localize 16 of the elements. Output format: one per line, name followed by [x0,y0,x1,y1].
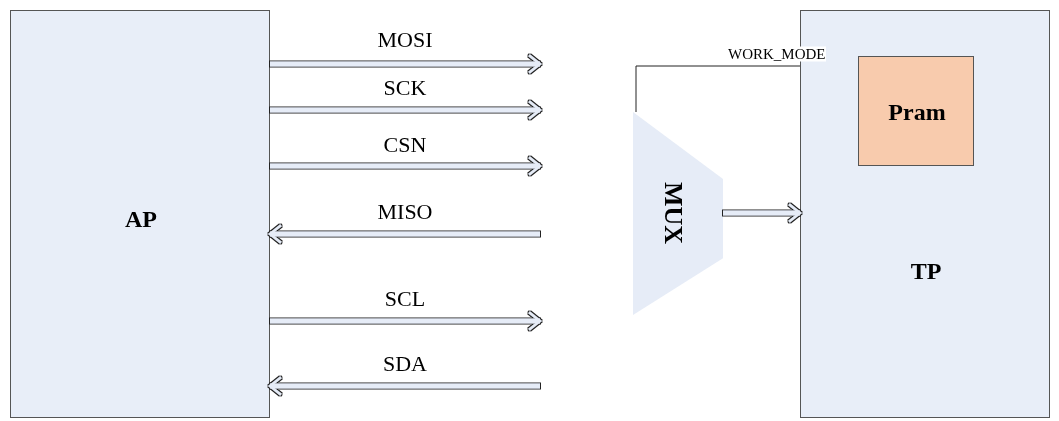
bus-arrow [270,100,542,120]
bus-arrow [270,311,542,331]
multiplexer-shape [633,112,723,315]
block-label: MUX [658,181,688,245]
signal-line [635,65,801,113]
block-label: Pram [888,98,946,126]
block-label: TP [910,257,942,285]
bus-arrow [268,376,540,396]
block-label: AP [125,205,157,233]
signal-label: WORK_MODE [728,46,826,62]
bus-arrow [723,203,802,223]
block-box [10,10,270,418]
bus-arrow [268,224,540,244]
block-box [858,56,974,166]
bus-arrow [270,156,542,176]
bus-arrow [270,54,542,74]
